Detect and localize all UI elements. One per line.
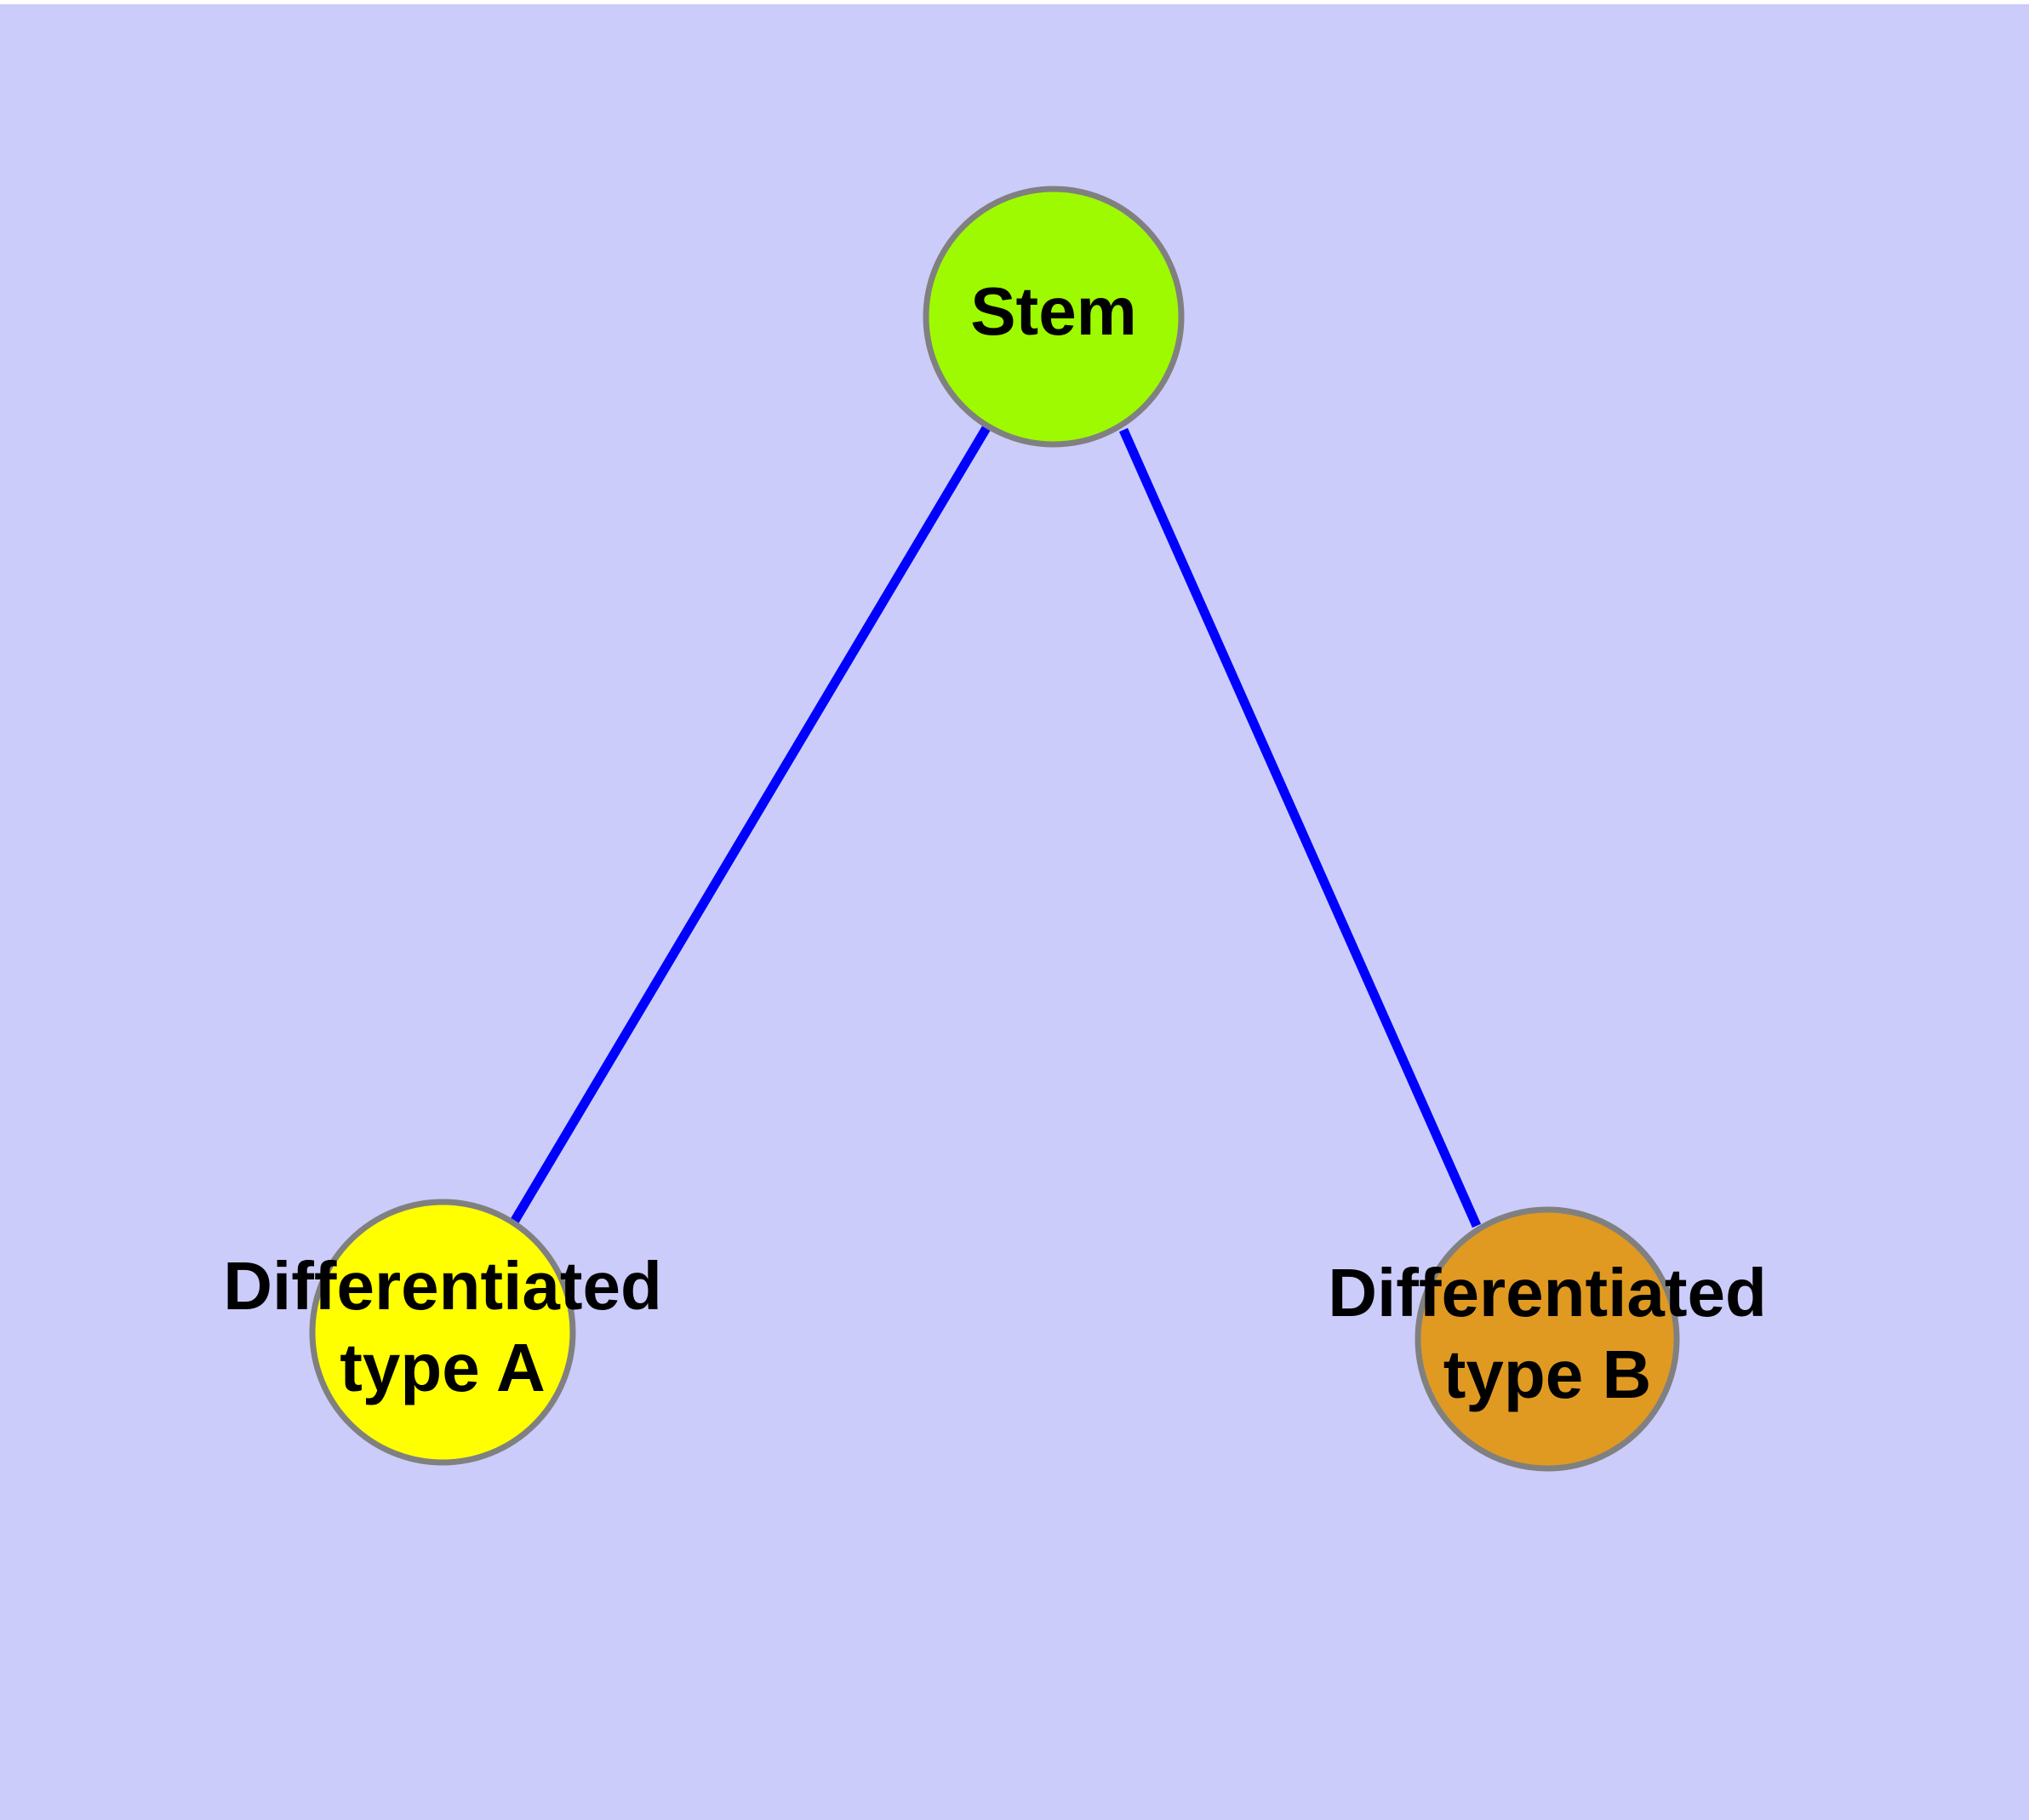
graph-node-label-line: type B xyxy=(1443,1336,1652,1412)
graph-node-stem[interactable] xyxy=(923,186,1185,448)
graph-node-label-line: type A xyxy=(340,1330,546,1405)
nodes-layer xyxy=(309,186,1680,1472)
edges-layer xyxy=(509,424,1482,1228)
graph-edge-stem-to-diff-a xyxy=(509,424,992,1226)
graph-node-diff-a[interactable] xyxy=(309,1199,576,1466)
graph-node-label-stem: Stem xyxy=(970,273,1137,349)
graph-edge-stem-to-diff-b xyxy=(1118,427,1482,1228)
graph-node-label-line: Differentiated xyxy=(1328,1255,1767,1331)
graph-node-diff-b[interactable] xyxy=(1415,1206,1680,1472)
graph-node-label-line: Differentiated xyxy=(223,1248,662,1324)
graph-node-label-line: Stem xyxy=(970,273,1137,349)
